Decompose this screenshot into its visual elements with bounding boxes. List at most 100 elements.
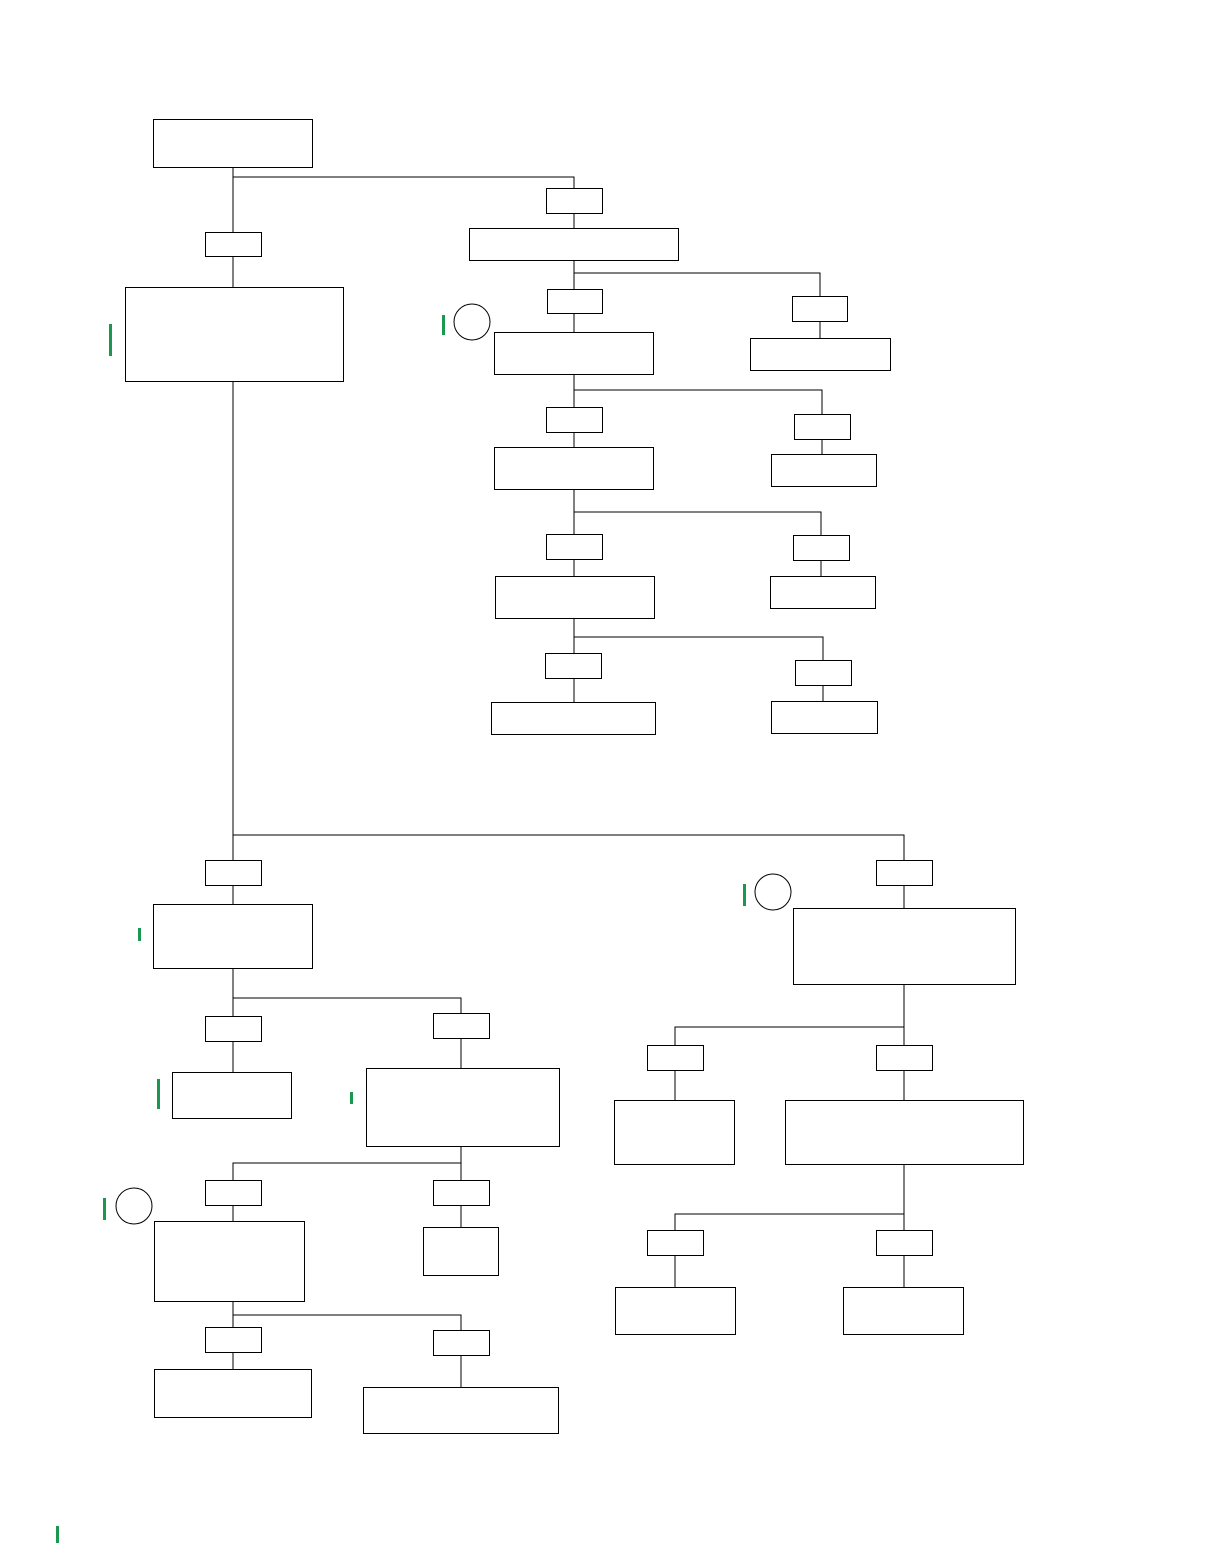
edge-label-box — [205, 232, 262, 257]
node-rect — [615, 1287, 736, 1335]
flowchart-node — [494, 332, 654, 375]
edge-label-box — [546, 188, 603, 214]
edge-label-box — [647, 1045, 704, 1071]
edge-label-box — [205, 860, 262, 886]
connector-line — [574, 511, 822, 576]
edge-label-rect — [205, 860, 262, 886]
edge-label-rect — [205, 1180, 262, 1206]
green-accent-bar — [138, 928, 141, 941]
node-rect — [793, 908, 1016, 985]
edge-label-box — [433, 1330, 490, 1356]
green-accent-bar — [103, 1198, 106, 1220]
connector-line — [674, 1026, 904, 1100]
connector-line — [574, 389, 823, 454]
edge-label-rect — [876, 860, 933, 886]
flowchart-node — [153, 904, 313, 969]
flowchart-node — [363, 1387, 559, 1434]
node-rect — [843, 1287, 964, 1335]
connector-line — [233, 834, 905, 908]
flowchart-node — [494, 447, 654, 490]
node-rect — [363, 1387, 559, 1434]
diagram-nodes — [125, 119, 1024, 1434]
flowchart-node — [770, 576, 876, 609]
edge-label-box — [545, 653, 602, 679]
edge-label-rect — [546, 534, 603, 560]
flowchart-node — [843, 1287, 964, 1335]
node-rect — [614, 1100, 735, 1165]
edge-label-box — [792, 296, 848, 322]
connector-line — [233, 1314, 462, 1387]
edge-label-box — [433, 1013, 490, 1039]
edge-label-rect — [793, 535, 850, 561]
flowchart-node — [154, 1221, 305, 1302]
edge-label-rect — [433, 1180, 490, 1206]
edge-label-rect — [792, 296, 848, 322]
edge-label-rect — [647, 1230, 704, 1256]
flowchart-node — [785, 1100, 1024, 1165]
green-accent-bar — [743, 884, 746, 906]
flowchart-node — [125, 287, 344, 382]
connector-line — [574, 272, 821, 338]
edge-label-rect — [546, 407, 603, 433]
connector-line — [674, 1213, 904, 1287]
edge-label-box — [795, 660, 852, 686]
edge-label-rect — [794, 414, 851, 440]
flowchart-node — [491, 702, 656, 735]
edge-label-box — [205, 1016, 262, 1042]
edge-label-box — [793, 535, 850, 561]
edge-label-box — [876, 860, 933, 886]
node-rect — [491, 702, 656, 735]
green-accent-bar — [109, 324, 112, 356]
flowchart-node — [750, 338, 891, 371]
green-accent-bar — [350, 1092, 353, 1104]
edge-label-box — [794, 414, 851, 440]
green-accent-bar — [442, 315, 445, 335]
annotation-circle — [754, 873, 792, 911]
edge-label-rect — [647, 1045, 704, 1071]
edge-label-box — [546, 534, 603, 560]
connector-line — [232, 1162, 461, 1221]
edge-label-rect — [433, 1013, 490, 1039]
flowchart-node — [495, 576, 655, 619]
edge-label-rect — [205, 1327, 262, 1353]
flowchart-node — [615, 1287, 736, 1335]
edge-label-box — [647, 1230, 704, 1256]
node-rect — [154, 1369, 312, 1418]
flowchart-node — [153, 119, 313, 168]
edge-label-box — [433, 1180, 490, 1206]
node-rect — [153, 904, 313, 969]
node-rect — [153, 119, 313, 168]
node-rect — [785, 1100, 1024, 1165]
node-rect — [771, 701, 878, 734]
node-rect — [366, 1068, 560, 1147]
annotation-circle — [453, 303, 491, 341]
flowchart-node — [366, 1068, 560, 1147]
node-rect — [154, 1221, 305, 1302]
connector-line — [574, 636, 824, 701]
edge-label-box — [546, 407, 603, 433]
flowchart-node — [172, 1072, 292, 1119]
annotation-markers — [56, 303, 792, 1543]
flowchart-node — [771, 701, 878, 734]
connector-line — [233, 997, 462, 1068]
edge-label-rect — [876, 1045, 933, 1071]
flowchart-node — [614, 1100, 735, 1165]
node-rect — [423, 1227, 499, 1276]
node-rect — [469, 228, 679, 261]
node-rect — [494, 447, 654, 490]
edge-label-rect — [433, 1330, 490, 1356]
green-accent-bar — [56, 1526, 59, 1543]
edge-label-box — [205, 1327, 262, 1353]
node-rect — [494, 332, 654, 375]
node-rect — [495, 576, 655, 619]
flowchart-node — [771, 454, 877, 487]
flowchart-node — [154, 1369, 312, 1418]
flowchart-node — [423, 1227, 499, 1276]
flowchart-node — [793, 908, 1016, 985]
node-rect — [125, 287, 344, 382]
edge-label-box — [205, 1180, 262, 1206]
connector-line — [233, 176, 575, 228]
annotation-circle — [115, 1187, 153, 1225]
flowchart-node — [469, 228, 679, 261]
